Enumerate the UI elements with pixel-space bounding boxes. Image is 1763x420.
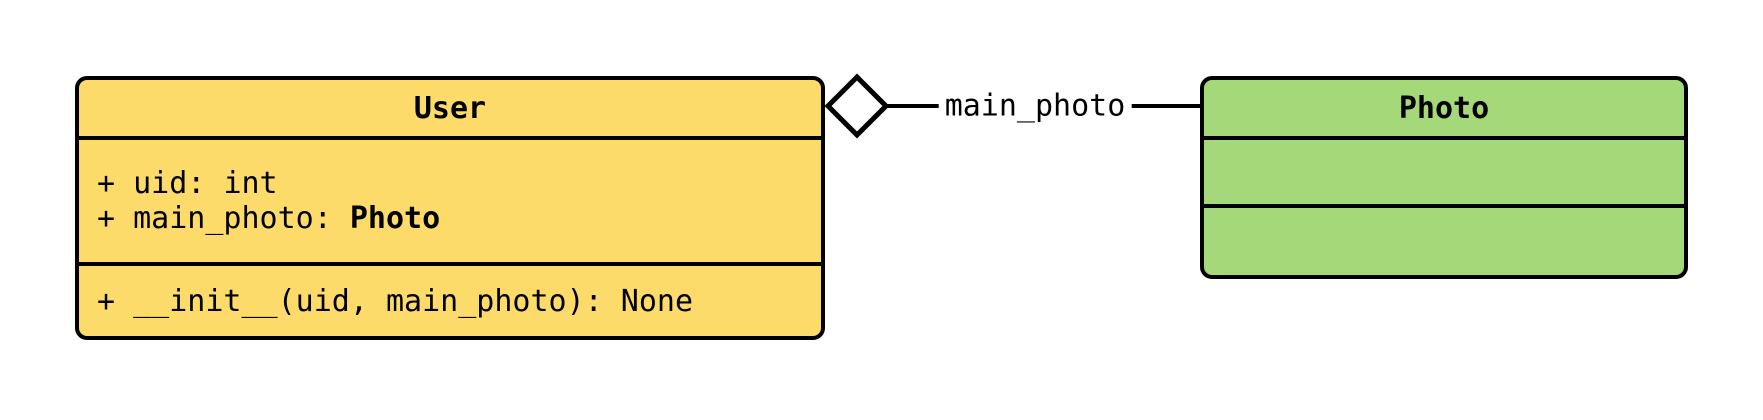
class-user-methods-compartment: + __init__(uid, main_photo): None (79, 262, 821, 336)
attribute-uid-type: int (223, 166, 278, 201)
class-photo-methods-compartment (1204, 204, 1684, 275)
aggregation-diamond-icon (824, 73, 890, 139)
attribute-main-photo-text: + main_photo: (97, 201, 350, 236)
attribute-uid: + uid: int (97, 166, 821, 201)
class-box-user: User + uid: int + main_photo: Photo + __… (75, 76, 825, 340)
attribute-main-photo-type: Photo (349, 201, 441, 236)
class-photo-attributes-compartment (1204, 136, 1684, 204)
attribute-main-photo: + main_photo: Photo (97, 201, 821, 236)
class-box-photo: Photo (1200, 76, 1688, 279)
attribute-uid-text: + uid: (97, 166, 224, 201)
method-init: + __init__(uid, main_photo): None (97, 283, 694, 319)
class-title-photo: Photo (1398, 90, 1490, 126)
association-label: main_photo (938, 88, 1132, 124)
class-title-user: User (413, 90, 487, 126)
class-user-attributes-compartment: + uid: int + main_photo: Photo (79, 136, 821, 262)
